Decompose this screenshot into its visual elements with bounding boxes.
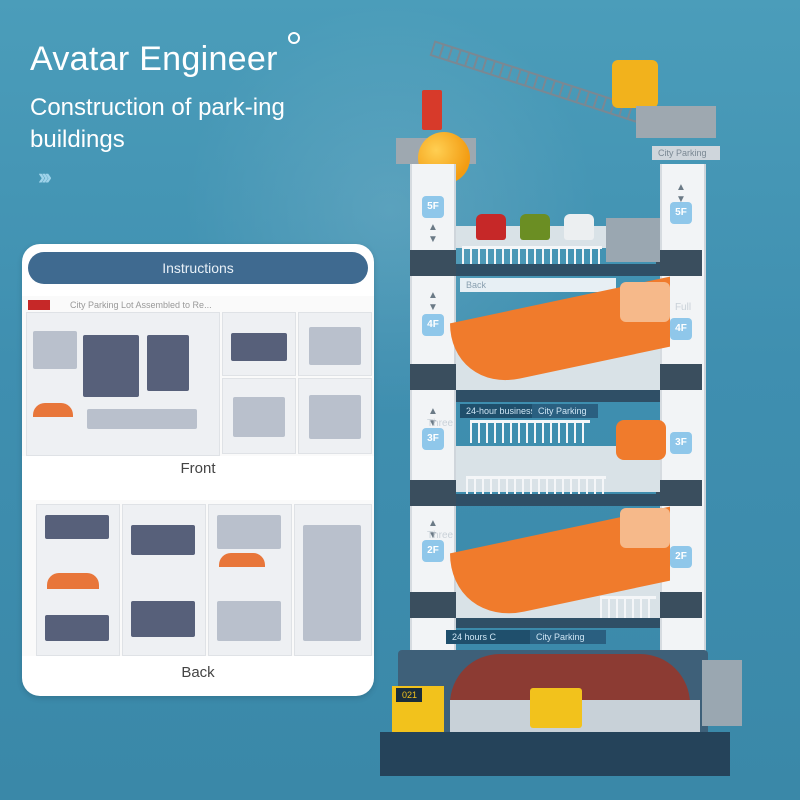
- parking-tower-illustration: City Parking 5F 5F 4F 4F 3F 3F 2F 2F 1F …: [380, 0, 800, 800]
- instruction-sheet-front: City Parking Lot Assembled to Re...: [22, 296, 374, 456]
- parts-small: [87, 409, 197, 429]
- side-label: Three: [426, 530, 454, 541]
- chevron-right-icon: ›››: [38, 164, 52, 189]
- floor-tag: 3F: [670, 432, 692, 454]
- front-label: Front: [180, 460, 216, 477]
- step-shape: [217, 515, 281, 549]
- back-panel-3: [208, 504, 292, 656]
- parts-ramp: [33, 403, 73, 417]
- step-panel-4: [298, 378, 372, 454]
- left-post-band: [410, 480, 456, 506]
- step-shape: [309, 327, 361, 365]
- entry-gate: [530, 688, 582, 728]
- floor-2-edge: [456, 618, 660, 628]
- step-shape: [131, 601, 195, 637]
- crane-hook: [422, 90, 442, 130]
- floor-tag: 5F: [422, 196, 444, 218]
- step-ramp: [47, 573, 99, 589]
- brand-logo: [28, 300, 50, 310]
- ramp-edge: [620, 282, 670, 322]
- up-arrow-icon: ▲▼: [428, 406, 438, 429]
- floor-sign: Back: [460, 278, 616, 292]
- up-arrow-icon: ▲▼: [676, 182, 686, 205]
- ramp-edge: [620, 508, 670, 548]
- parts-grid: [33, 331, 77, 369]
- parts-panel: [26, 312, 220, 456]
- crane-cab-base: [636, 106, 716, 138]
- floor-tag: 5F: [670, 202, 692, 224]
- step-shape: [45, 615, 109, 641]
- toy-car: [476, 214, 506, 240]
- page-subtitle: Construction of park-ing buildings: [30, 94, 285, 153]
- instructions-card: Instructions City Parking Lot Assembled …: [22, 244, 374, 696]
- floor-sign: 24-hour business: [460, 404, 536, 418]
- step-shape: [131, 525, 195, 555]
- back-panel-4: [294, 504, 372, 656]
- floor-5-fence: [462, 246, 602, 269]
- toy-car: [520, 214, 550, 240]
- side-label: Full: [674, 302, 692, 313]
- title-ring-icon: [288, 32, 300, 44]
- floor-3-fence: [470, 420, 590, 443]
- left-post-band: [410, 250, 456, 276]
- back-label: Back: [181, 664, 215, 681]
- step-ramp: [219, 553, 265, 567]
- floor-tag: 2F: [422, 540, 444, 562]
- orange-ramp-mid: [616, 420, 666, 460]
- base-front: [380, 732, 730, 776]
- up-arrow-icon: ▲▼: [428, 290, 438, 313]
- floor-tag: 4F: [670, 318, 692, 340]
- sheet-caption: City Parking Lot Assembled to Re...: [70, 300, 212, 310]
- floor-sign: 24 hours C: [446, 630, 532, 644]
- left-tower-post: [410, 164, 456, 660]
- floor-4-edge: [456, 390, 660, 402]
- left-post-band: [410, 592, 456, 618]
- right-tower-post: [660, 164, 706, 660]
- side-label: Three: [426, 418, 454, 429]
- step-panel-2: [298, 312, 372, 376]
- step-shape: [303, 525, 361, 641]
- floor-tag: 3F: [422, 428, 444, 450]
- step-shape: [309, 395, 361, 439]
- right-post-band: [656, 364, 702, 390]
- parts-wall: [147, 335, 189, 391]
- left-post-band: [410, 364, 456, 390]
- page-title: Avatar Engineer: [30, 40, 278, 78]
- instructions-header: Instructions: [28, 252, 368, 284]
- side-staircase: [702, 660, 742, 726]
- step-shape: [45, 515, 109, 539]
- floor-sign: City Parking: [532, 404, 598, 418]
- floor-sign: City Parking: [530, 630, 606, 644]
- floor-3-edge: [456, 494, 660, 506]
- step-shape: [217, 601, 281, 641]
- instruction-sheet-back: [22, 500, 374, 656]
- back-panel-2: [122, 504, 206, 656]
- up-arrow-icon: ▲▼: [428, 518, 438, 541]
- right-post-band: [656, 592, 702, 618]
- up-arrow-icon: ▲▼: [428, 222, 438, 245]
- parts-base-plate: [83, 335, 139, 397]
- back-panel-1: [36, 504, 120, 656]
- floor-2-right-fence: [600, 596, 656, 619]
- right-post-band: [656, 480, 702, 506]
- floor-5-wall: [606, 218, 660, 262]
- step-shape: [233, 397, 285, 437]
- booth-label: 021: [396, 688, 422, 702]
- step-panel-3: [222, 378, 296, 454]
- floor-tag: 4F: [422, 314, 444, 336]
- step-shape: [231, 333, 287, 361]
- step-panel-1: [222, 312, 296, 376]
- floor-5-edge: [456, 264, 660, 276]
- right-post-band: [656, 250, 702, 276]
- floor-3-front-fence: [466, 476, 606, 499]
- crane-cab: [612, 60, 658, 108]
- floor-tag: 2F: [670, 546, 692, 568]
- crane-sign: City Parking: [652, 146, 720, 160]
- toy-car: [564, 214, 594, 240]
